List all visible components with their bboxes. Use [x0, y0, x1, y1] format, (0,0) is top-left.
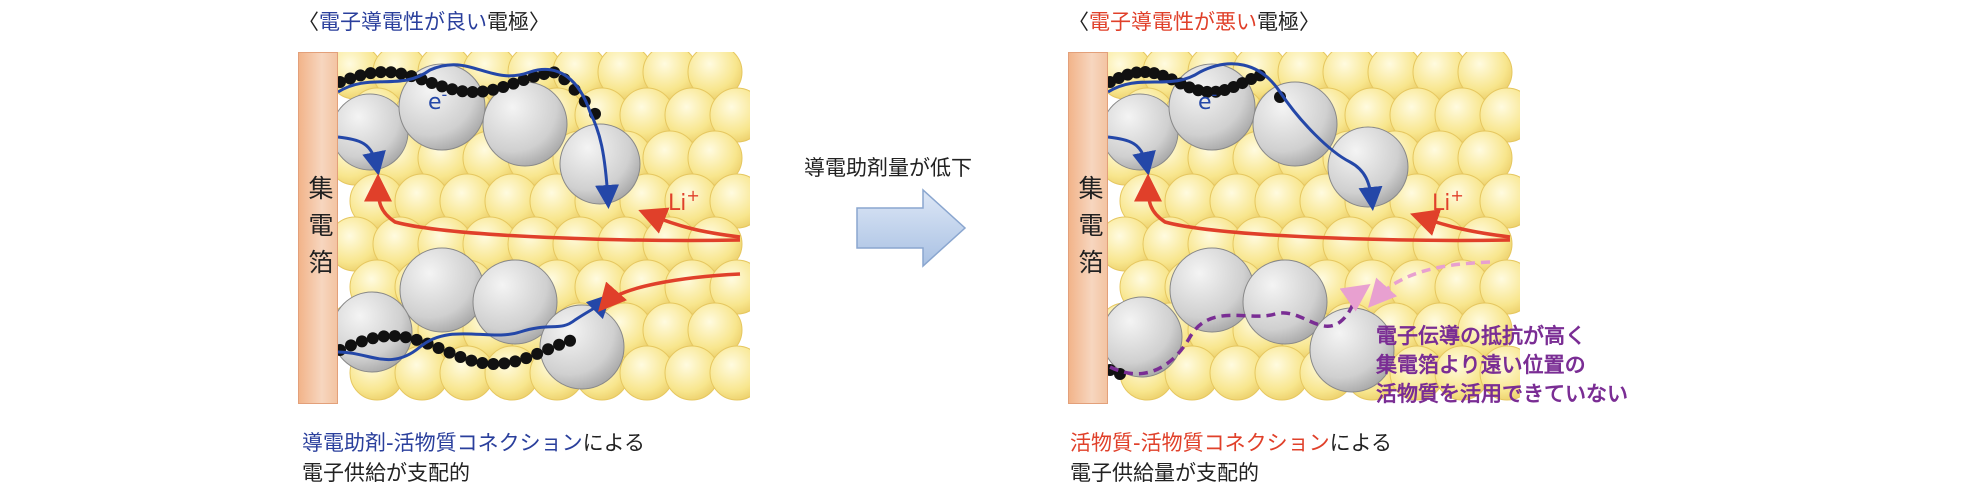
- left-collector-label: 集 電 箔: [308, 174, 334, 277]
- conductive-additive-dot: [1201, 85, 1214, 98]
- conductive-additive-dot: [498, 357, 511, 370]
- conductive-additive-dot: [443, 346, 456, 359]
- conductive-additive-dot: [517, 74, 530, 87]
- conductive-additive-dots: [334, 66, 601, 370]
- conductive-additive-dot: [466, 85, 479, 98]
- conductive-additive-dot: [425, 76, 438, 89]
- conductive-additive-dot: [507, 77, 520, 90]
- conductive-additive-dot: [432, 342, 445, 355]
- conductive-additive-dot: [354, 69, 367, 82]
- electron-path-upper: [337, 63, 620, 209]
- conductive-additive-dot: [509, 355, 522, 368]
- electron-path-lower: [337, 293, 612, 362]
- li-ion-label: Li+: [668, 186, 700, 216]
- conductive-additive-dot: [527, 70, 540, 83]
- conductive-additive-dot: [385, 66, 397, 79]
- conductive-additive-dot: [1139, 66, 1152, 79]
- conductive-additive-dot: [355, 335, 368, 348]
- ion-path-blocked: [1368, 260, 1491, 308]
- electrolyte-particle: [709, 345, 750, 401]
- conductive-additive-dot: [436, 80, 448, 93]
- ion-path-middle: [638, 207, 741, 239]
- conductive-additive-dot: [377, 330, 390, 343]
- left-title-highlight: 電子導電性が良い: [319, 10, 487, 34]
- ion-path-lower: [598, 272, 741, 312]
- conductive-additive-dot: [520, 352, 533, 365]
- conductive-additive-dot: [366, 332, 379, 345]
- conductive-additive-dot: [564, 334, 576, 347]
- conductive-additive-dot: [497, 80, 510, 93]
- conductive-additive-dot: [456, 85, 469, 98]
- conductive-additive-dot: [446, 83, 459, 96]
- li-ion-label: Li+: [1432, 186, 1464, 216]
- right-current-collector: [1068, 52, 1108, 404]
- transition-arrow: [856, 188, 967, 268]
- conductive-additive-dot: [399, 331, 412, 344]
- electron-path-upper: [1107, 62, 1383, 211]
- left-electrode-diagram: e- Li+: [327, 52, 750, 401]
- ion-path-upper: [364, 173, 741, 243]
- resistance-note: 電子伝導の抵抗が高く 集電箔より遠い位置の 活物質を活用できていない: [1376, 324, 1628, 406]
- right-caption: 活物質-活物質コネクションによる 電子供給量が支配的: [1070, 431, 1392, 485]
- conductive-additive-dot: [542, 343, 555, 356]
- transition-label: 導電助剤量が低下: [804, 156, 972, 180]
- conductive-additive-dot: [531, 347, 544, 360]
- conductive-additive-dot: [344, 339, 357, 352]
- conductive-additive-dot: [487, 83, 499, 96]
- conductive-additive-dot: [553, 338, 566, 351]
- conductive-additive-dot: [1192, 84, 1205, 97]
- conductive-additive-dot: [465, 354, 478, 367]
- conductive-additive-dot: [1130, 66, 1143, 79]
- conductive-additive-dot: [487, 357, 500, 370]
- conductive-additive-dot: [395, 67, 408, 80]
- conductive-additive-dot: [410, 333, 423, 346]
- active-material-particles: [1101, 63, 1409, 393]
- conductive-additive-dot: [476, 85, 489, 98]
- conductive-additive-dot: [476, 357, 489, 370]
- ion-path-middle: [1410, 209, 1511, 239]
- electron-path-inner: [1107, 135, 1156, 176]
- conductive-additive-dot: [388, 330, 401, 343]
- conductive-additive-dot: [364, 67, 377, 80]
- left-current-collector: [298, 52, 338, 404]
- right-title: 〈電子導電性が悪い電極〉: [1068, 10, 1320, 34]
- electron-label: e-: [1198, 85, 1217, 115]
- electron-path-weak: [1109, 283, 1371, 376]
- electron-path-inner: [337, 135, 386, 176]
- electrolyte-particle: [1479, 345, 1520, 401]
- left-title: 〈電子導電性が良い電極〉: [298, 10, 550, 34]
- conductive-additive-dot: [454, 351, 467, 364]
- right-title-highlight: 電子導電性が悪い: [1089, 10, 1257, 34]
- ion-path-upper: [1134, 173, 1511, 243]
- right-electrode-diagram: e- Li+: [1097, 52, 1520, 401]
- conductive-additive-dot: [344, 72, 357, 85]
- left-caption: 導電助剤-活物質コネクションによる 電子供給が支配的: [302, 431, 645, 485]
- electron-label: e-: [428, 85, 447, 115]
- conductive-additive-dot: [374, 66, 387, 79]
- right-collector-label: 集 電 箔: [1078, 174, 1104, 277]
